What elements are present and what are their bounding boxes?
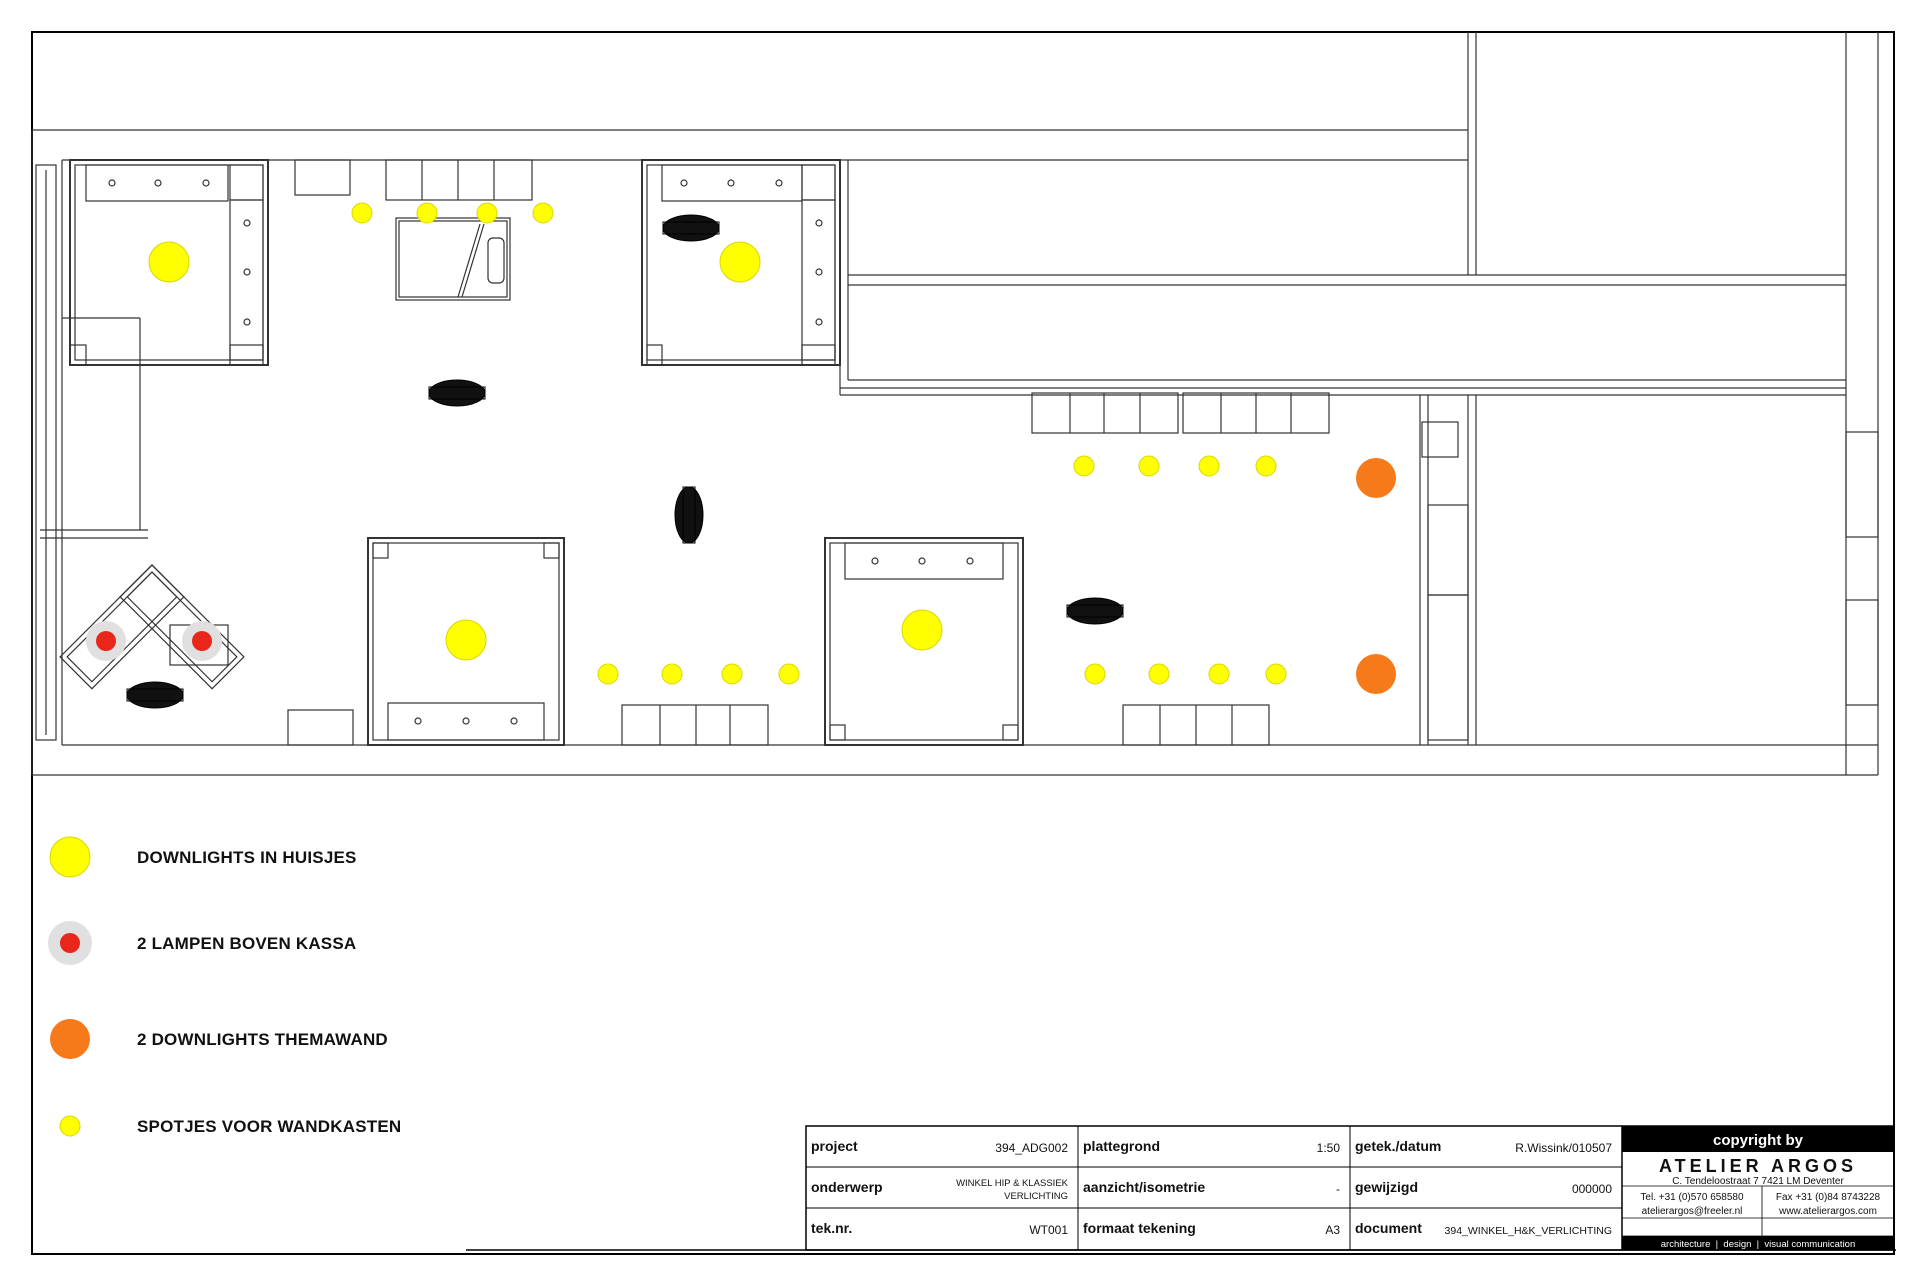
legend-icons bbox=[48, 836, 92, 1137]
tb-view-label: aanzicht/isometrie bbox=[1083, 1179, 1205, 1195]
tb-changed-value: 000000 bbox=[1572, 1182, 1612, 1196]
cash-lamp-2 bbox=[182, 621, 222, 661]
tb-view-value: - bbox=[1336, 1182, 1340, 1196]
downlight-house-2 bbox=[719, 241, 761, 283]
tb-document-label: document bbox=[1355, 1220, 1422, 1236]
right-window-1 bbox=[1845, 431, 1879, 538]
tb-plan-label: plattegrond bbox=[1083, 1138, 1160, 1154]
spots bbox=[351, 202, 1287, 685]
theme-downlight-2 bbox=[1356, 654, 1396, 694]
tb-format-value: A3 bbox=[1325, 1223, 1340, 1237]
legend-label-downlights-houses: DOWNLIGHTS IN HUISJES bbox=[137, 848, 357, 867]
chair-5 bbox=[126, 681, 184, 709]
large-yellow-circle-icon bbox=[49, 836, 91, 878]
legend-label-spots: SPOTJES VOOR WANDKASTEN bbox=[137, 1117, 402, 1136]
tb-subject-label: onderwerp bbox=[811, 1179, 883, 1195]
house-4 bbox=[824, 537, 1024, 746]
tb-project-value: 394_ADG002 bbox=[995, 1141, 1068, 1155]
tb-subject-value-2: VERLICHTING bbox=[1004, 1191, 1068, 1202]
cash-desk bbox=[59, 564, 245, 690]
tb-copyright: copyright by bbox=[1713, 1132, 1804, 1149]
tb-company-email: atelierargos@freeler.nl bbox=[1642, 1206, 1743, 1217]
window-strip bbox=[35, 164, 57, 741]
red-dot-with-grey-ring-icon bbox=[48, 921, 92, 965]
tb-project-label: project bbox=[811, 1138, 858, 1154]
legend-label-theme-downlights: 2 DOWNLIGHTS THEMAWAND bbox=[137, 1030, 388, 1049]
chair-3 bbox=[674, 486, 704, 544]
house-3 bbox=[367, 537, 565, 746]
small-yellow-circle-icon bbox=[59, 1115, 81, 1137]
theme-downlight-1 bbox=[1356, 458, 1396, 498]
tb-company-tagline: architecture | design | visual communica… bbox=[1661, 1239, 1856, 1250]
tb-company-fax: Fax +31 (0)84 8743228 bbox=[1776, 1192, 1881, 1203]
downlight-house-4 bbox=[901, 609, 943, 651]
title-block: project 394_ADG002 onderwerp WINKEL HIP … bbox=[466, 1125, 1896, 1251]
wall-cabinets bbox=[287, 159, 1330, 746]
downlight-house-3 bbox=[445, 619, 487, 661]
column-box-2 bbox=[1427, 504, 1469, 596]
tb-company-web: www.atelierargos.com bbox=[1778, 1206, 1877, 1217]
tb-document-value: 394_WINKEL_H&K_VERLICHTING bbox=[1445, 1225, 1612, 1237]
cash-lamp-1 bbox=[86, 621, 126, 661]
table-unit bbox=[395, 217, 511, 301]
tb-company-name: ATELIER ARGOS bbox=[1659, 1156, 1857, 1176]
legend-label-cash-lamps: 2 LAMPEN BOVEN KASSA bbox=[137, 934, 357, 953]
column-box bbox=[1421, 421, 1459, 458]
tb-drawn-value: R.Wissink/010507 bbox=[1515, 1141, 1612, 1155]
right-window-2 bbox=[1845, 599, 1879, 706]
downlight-house-1 bbox=[148, 241, 190, 283]
tb-company-address: C. Tendeloostraat 7 7421 LM Deventer bbox=[1672, 1176, 1844, 1187]
house-2 bbox=[641, 159, 841, 366]
tb-drawing-no-label: tek.nr. bbox=[811, 1220, 852, 1236]
tb-changed-label: gewijzigd bbox=[1355, 1179, 1418, 1195]
tb-subject-value-1: WINKEL HIP & KLASSIEK bbox=[956, 1178, 1069, 1189]
tb-company-tel: Tel. +31 (0)570 658580 bbox=[1640, 1192, 1744, 1203]
chairs bbox=[126, 214, 1124, 709]
tb-drawn-label: getek./datum bbox=[1355, 1138, 1441, 1154]
floor-plan bbox=[31, 32, 1879, 776]
tb-drawing-no-value: WT001 bbox=[1029, 1223, 1068, 1237]
tb-plan-value: 1:50 bbox=[1317, 1141, 1341, 1155]
lights bbox=[86, 202, 1396, 694]
drawing-frame bbox=[31, 31, 1895, 1255]
tb-format-label: formaat tekening bbox=[1083, 1220, 1196, 1236]
column-box-3 bbox=[1427, 594, 1469, 741]
chair-4 bbox=[1066, 597, 1124, 625]
house-1 bbox=[69, 159, 269, 366]
chair-1 bbox=[662, 214, 720, 242]
chair-2 bbox=[428, 379, 486, 407]
orange-circle-icon bbox=[50, 1019, 90, 1059]
